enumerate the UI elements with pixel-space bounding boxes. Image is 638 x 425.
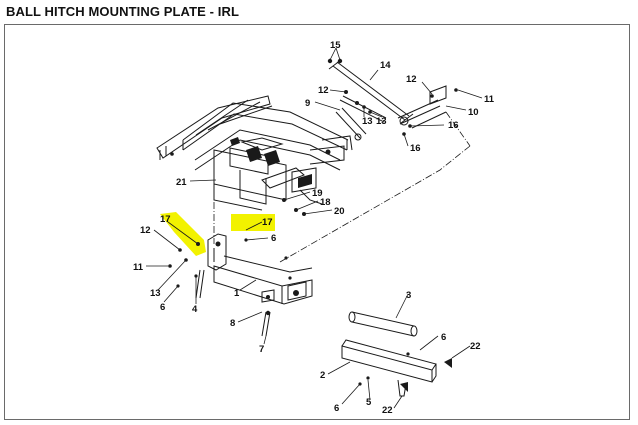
callout-12: 12 xyxy=(406,74,417,85)
callout-10: 10 xyxy=(468,107,479,118)
callout-5: 5 xyxy=(366,397,372,408)
frame-assembly xyxy=(156,95,353,211)
highlight-left xyxy=(160,212,206,256)
callout-6: 6 xyxy=(160,302,165,313)
callout-11: 11 xyxy=(133,262,144,273)
highlight-right xyxy=(231,214,275,231)
callout-16: 16 xyxy=(448,120,459,131)
callout-14: 14 xyxy=(380,60,391,71)
callout-6: 6 xyxy=(334,403,339,414)
callout-6: 6 xyxy=(441,332,446,343)
callout-18: 18 xyxy=(320,197,331,208)
reference-line-2 xyxy=(445,111,471,147)
callout-2: 2 xyxy=(320,370,325,381)
callout-17: 17 xyxy=(160,214,171,225)
bolt-parts xyxy=(195,269,271,337)
callout-4: 4 xyxy=(192,304,198,315)
callout-3: 3 xyxy=(406,290,411,301)
callout-8: 8 xyxy=(230,318,235,329)
highlight-marks xyxy=(160,212,275,256)
diagram-frame xyxy=(4,24,630,420)
callout-21: 21 xyxy=(176,177,187,188)
frame-dark-parts xyxy=(170,137,331,188)
reference-line xyxy=(279,145,471,263)
callout-19: 19 xyxy=(312,188,323,199)
callout-labels: 15 14 12 11 12 9 13 13 10 16 16 21 19 18… xyxy=(133,40,495,416)
callout-6: 6 xyxy=(271,233,276,244)
channel-dark-parts xyxy=(358,352,452,392)
mounting-plate xyxy=(207,233,313,305)
callout-20: 20 xyxy=(334,206,345,217)
callout-16: 16 xyxy=(410,143,421,154)
callout-13: 13 xyxy=(376,116,387,127)
callout-7: 7 xyxy=(259,344,264,355)
callout-17: 17 xyxy=(262,217,273,228)
callout-13: 13 xyxy=(150,288,161,299)
callout-1: 1 xyxy=(234,288,240,299)
callout-13: 13 xyxy=(362,116,373,127)
tube-3 xyxy=(348,311,418,337)
callout-12: 12 xyxy=(140,225,151,236)
callout-11: 11 xyxy=(484,94,495,105)
callout-9: 9 xyxy=(305,98,310,109)
axle-assembly xyxy=(328,59,447,141)
callout-22: 22 xyxy=(382,405,393,416)
callout-12: 12 xyxy=(318,85,329,96)
callout-15: 15 xyxy=(330,40,341,51)
leader-lines xyxy=(146,47,483,409)
page-title: BALL HITCH MOUNTING PLATE - IRL xyxy=(6,4,239,19)
axle-dark-parts xyxy=(327,58,458,136)
callout-22: 22 xyxy=(470,341,481,352)
